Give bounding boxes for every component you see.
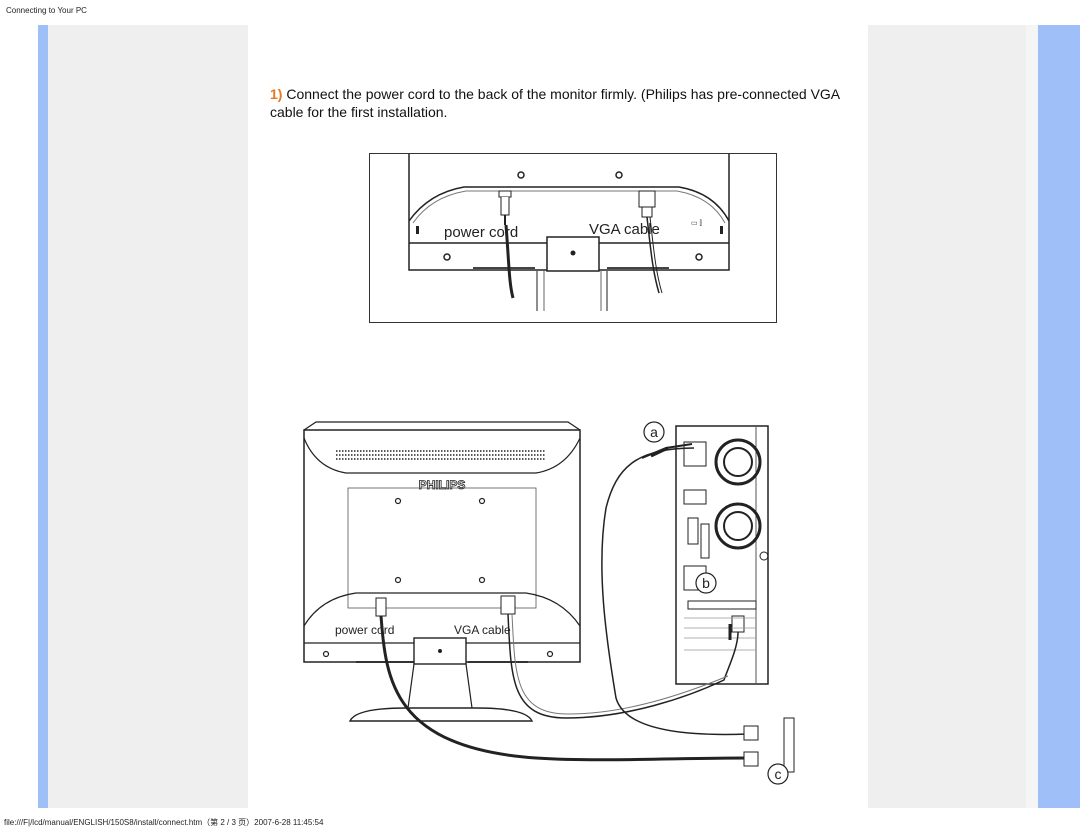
- monitor-back-closeup-illustration: ▭ ⫿ power cord VGA cable: [369, 153, 777, 323]
- pc-connection-illustration: PHILIPS power cord VGA cable a b: [303, 421, 795, 785]
- callout-b-label: b: [702, 575, 710, 591]
- svg-text:▭ ⫿: ▭ ⫿: [691, 219, 702, 227]
- philips-brand-logo: PHILIPS: [419, 478, 466, 492]
- closeup-power-cord-label: power cord: [444, 224, 518, 241]
- right-margin-panel: [868, 25, 1040, 808]
- right-frame-bar: [1038, 25, 1080, 808]
- step-instruction: 1) Connect the power cord to the back of…: [270, 85, 850, 121]
- step-text: Connect the power cord to the back of th…: [270, 86, 840, 120]
- diagram-vga-cable-label: VGA cable: [454, 623, 511, 637]
- right-margin-strip: [1026, 25, 1038, 808]
- callout-a-label: a: [650, 424, 658, 440]
- left-frame-bar: [38, 25, 48, 808]
- step-number: 1): [270, 86, 283, 102]
- closeup-vga-cable-label: VGA cable: [589, 221, 660, 238]
- left-margin-panel: [48, 25, 248, 808]
- page-footer-path: file:///F|/lcd/manual/ENGLISH/150S8/inst…: [4, 818, 324, 827]
- callout-c-label: c: [775, 766, 782, 782]
- page-header-title: Connecting to Your PC: [6, 6, 87, 15]
- diagram-power-cord-label: power cord: [335, 623, 394, 637]
